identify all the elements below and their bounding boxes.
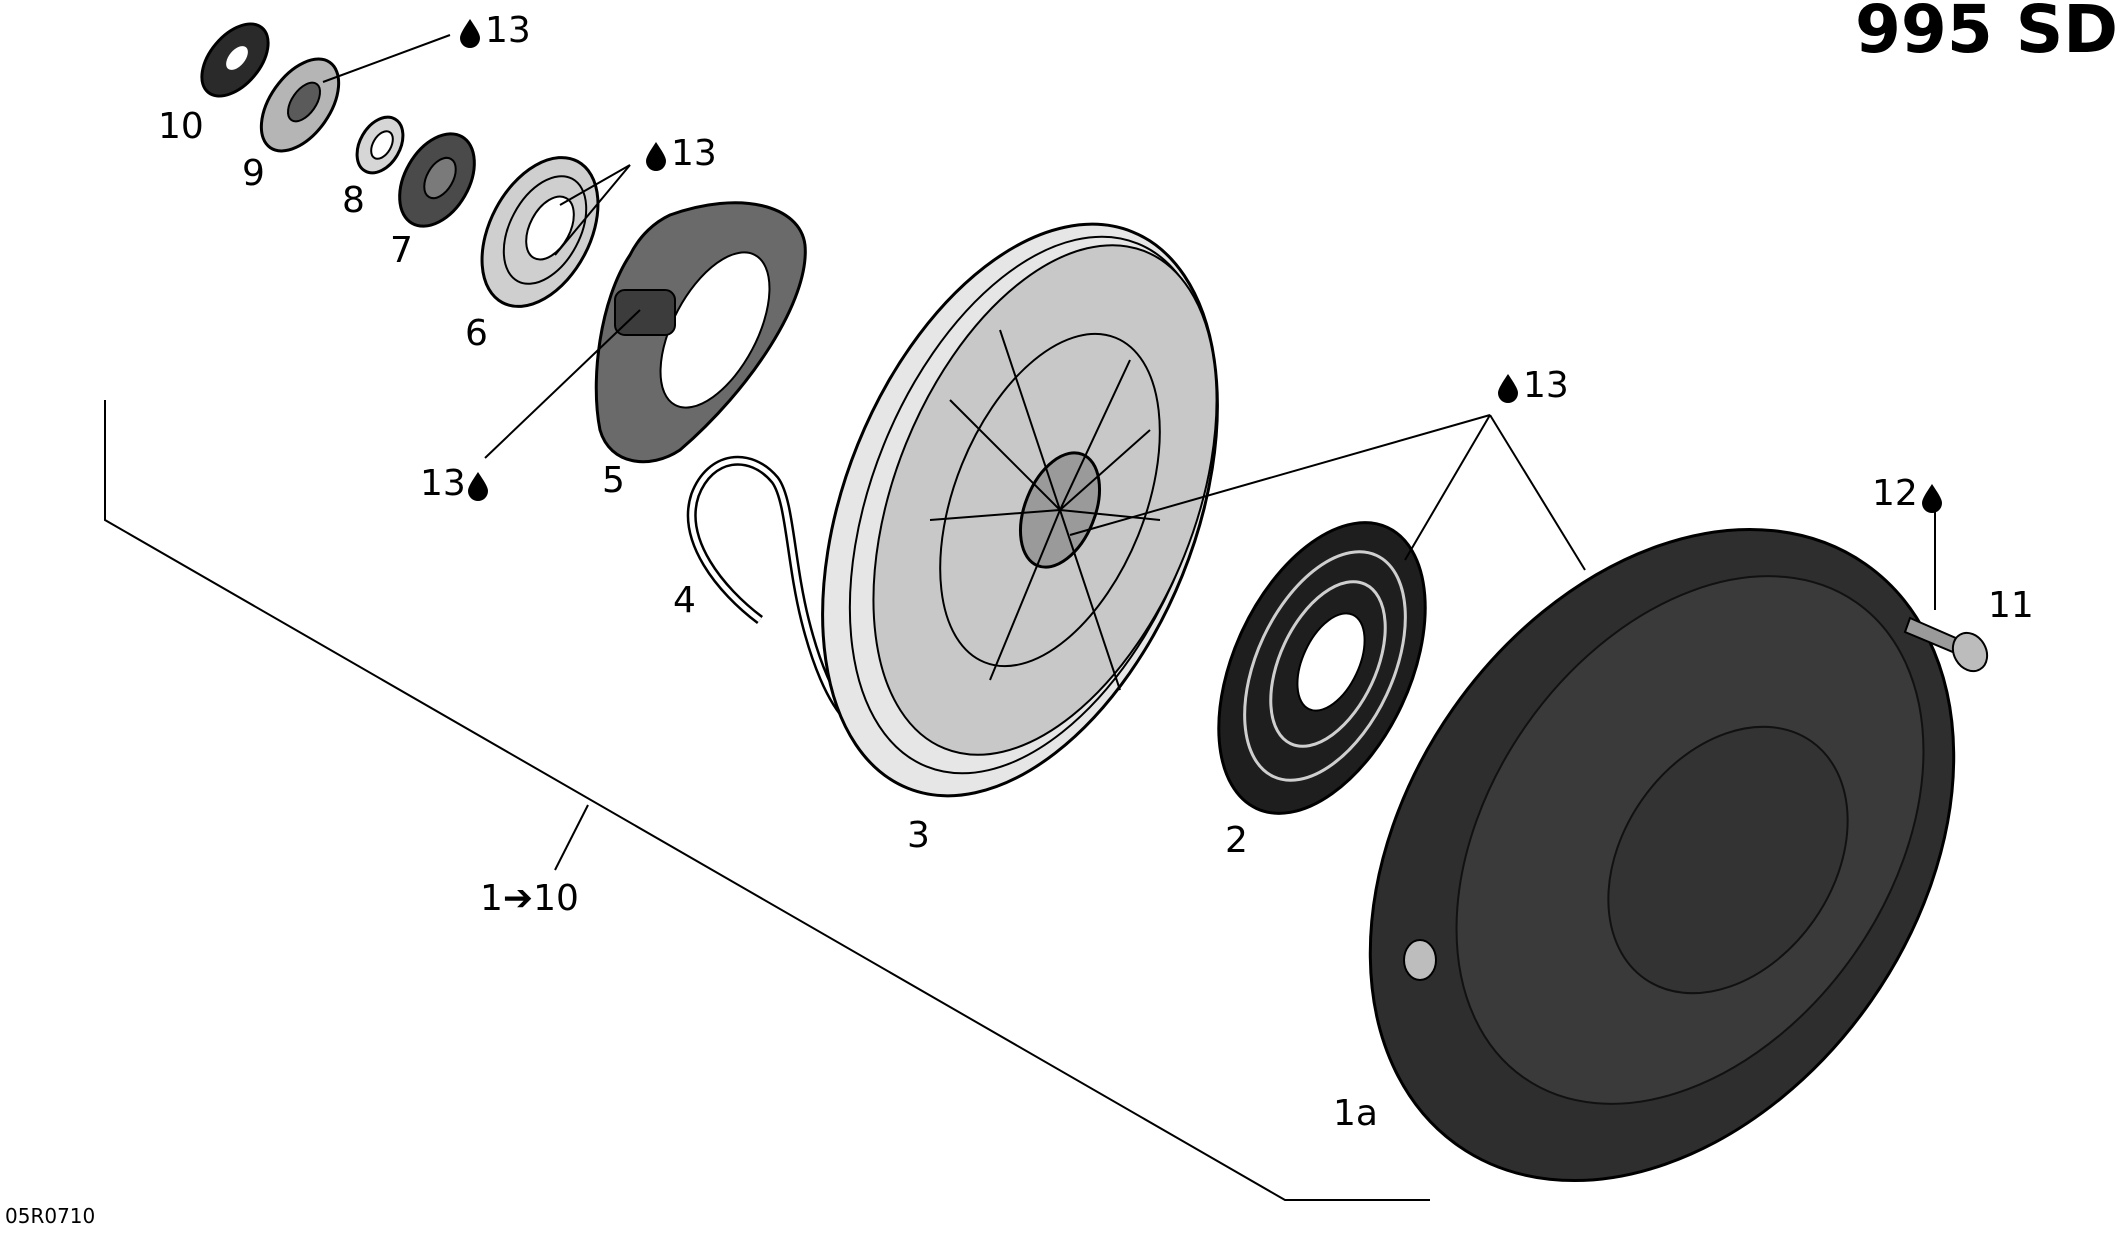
- part-label-10: 10: [158, 106, 204, 147]
- model-title: 995 SDI: [1855, 0, 2121, 68]
- part-label-11: 11: [1988, 585, 2034, 626]
- lube-ref-spring: 13: [646, 133, 717, 174]
- part-5-cam-plate: [594, 201, 807, 464]
- leader-6b: [554, 164, 631, 256]
- leader-9: [322, 34, 451, 83]
- leader-5: [484, 309, 641, 459]
- svg-text:13: 13: [1523, 365, 1569, 406]
- leader-2: [1404, 414, 1491, 561]
- part-label-5: 5: [602, 460, 625, 501]
- lube-ref-cam: 13: [420, 463, 488, 504]
- part-label-2: 2: [1225, 820, 1248, 861]
- part-6-spring: [480, 156, 600, 308]
- part-label-4: 4: [673, 580, 696, 621]
- leader-6a: [559, 164, 631, 206]
- drop-icon: [1922, 484, 1942, 513]
- svg-text:13: 13: [485, 10, 531, 51]
- part-11-bolt: [1903, 616, 1989, 673]
- part-9-bearing: [259, 57, 341, 153]
- part-7-bushing: [398, 132, 476, 228]
- svg-text:12: 12: [1872, 473, 1918, 514]
- part-label-6: 6: [465, 313, 488, 354]
- drawing-code: 05R0710: [5, 1204, 95, 1228]
- leader-3-hub: [1069, 414, 1491, 536]
- part-8-ring: [355, 115, 405, 175]
- svg-text:13: 13: [671, 133, 717, 174]
- lube-ref-bolt: 12: [1872, 473, 1942, 514]
- assembly-bracket: [104, 400, 1430, 1201]
- part-3-pulley: [821, 222, 1219, 798]
- part-4-rope: [686, 455, 854, 724]
- part-label-1a: 1a: [1333, 1093, 1378, 1134]
- part-label-3: 3: [907, 815, 930, 856]
- drop-icon: [460, 19, 480, 48]
- leader-1a: [1489, 414, 1586, 571]
- drop-icon: [646, 142, 666, 171]
- part-label-7: 7: [390, 230, 413, 271]
- drop-icon: [1498, 374, 1518, 403]
- svg-text:13: 13: [420, 463, 466, 504]
- part-1a-housing: [1368, 527, 1956, 1183]
- drop-icon: [468, 472, 488, 501]
- assembly-range-label: 1➔10: [480, 878, 579, 919]
- assembly-leader: [554, 804, 589, 871]
- lube-ref-housing: 13: [1498, 365, 1569, 406]
- part-10-washer: [200, 22, 270, 98]
- lube-ref-top: 13: [460, 10, 531, 51]
- part-2-recoil-spring: [1217, 521, 1427, 815]
- part-label-8: 8: [342, 180, 365, 221]
- part-label-9: 9: [242, 153, 265, 194]
